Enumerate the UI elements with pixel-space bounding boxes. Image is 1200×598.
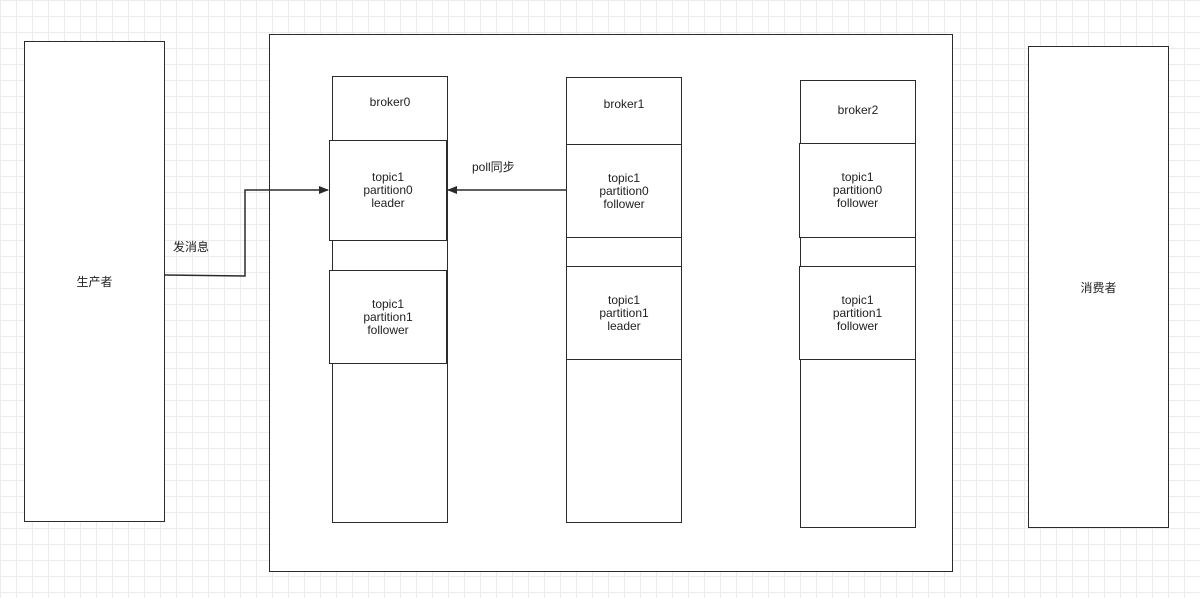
partition-id: partition1 (363, 309, 413, 324)
send-message-label: 发消息 (173, 240, 210, 254)
partition-role: follower (836, 318, 879, 333)
partition-id: partition0 (832, 183, 883, 197)
partition-topic: topic1 (607, 170, 641, 185)
partition-box[interactable]: topic1 partition0 follower (566, 144, 682, 238)
broker-name: broker2 (837, 103, 879, 117)
partition-box[interactable]: topic1 partition1 follower (799, 266, 916, 360)
partition-topic: topic1 (841, 170, 874, 184)
partition-id: partition1 (832, 305, 883, 320)
partition-role: leader (607, 318, 641, 333)
partition-box[interactable]: topic1 partition0 follower (799, 143, 916, 238)
partition-id: partition0 (363, 183, 413, 197)
partition-topic: topic1 (371, 170, 405, 184)
broker-name: broker0 (369, 95, 411, 109)
partition-box[interactable]: topic1 partition1 follower (329, 270, 447, 364)
producer-label: 生产者 (76, 275, 113, 289)
partition-role: follower (367, 322, 409, 337)
consumer-node[interactable]: 消费者 (1028, 46, 1169, 528)
partition-id: partition1 (599, 305, 649, 320)
partition-topic: topic1 (371, 296, 405, 311)
partition-topic: topic1 (841, 292, 874, 307)
poll-sync-label: poll同步 (472, 160, 515, 174)
partition-box[interactable]: topic1 partition1 leader (566, 266, 682, 360)
partition-topic: topic1 (607, 292, 641, 307)
producer-node[interactable]: 生产者 (24, 41, 165, 522)
partition-role: follower (836, 196, 879, 210)
partition-box[interactable]: topic1 partition0 leader (329, 140, 447, 241)
partition-role: follower (603, 196, 645, 211)
partition-role: leader (371, 196, 405, 210)
consumer-label: 消费者 (1080, 280, 1117, 295)
broker-name: broker1 (603, 97, 645, 111)
partition-id: partition0 (599, 183, 649, 198)
